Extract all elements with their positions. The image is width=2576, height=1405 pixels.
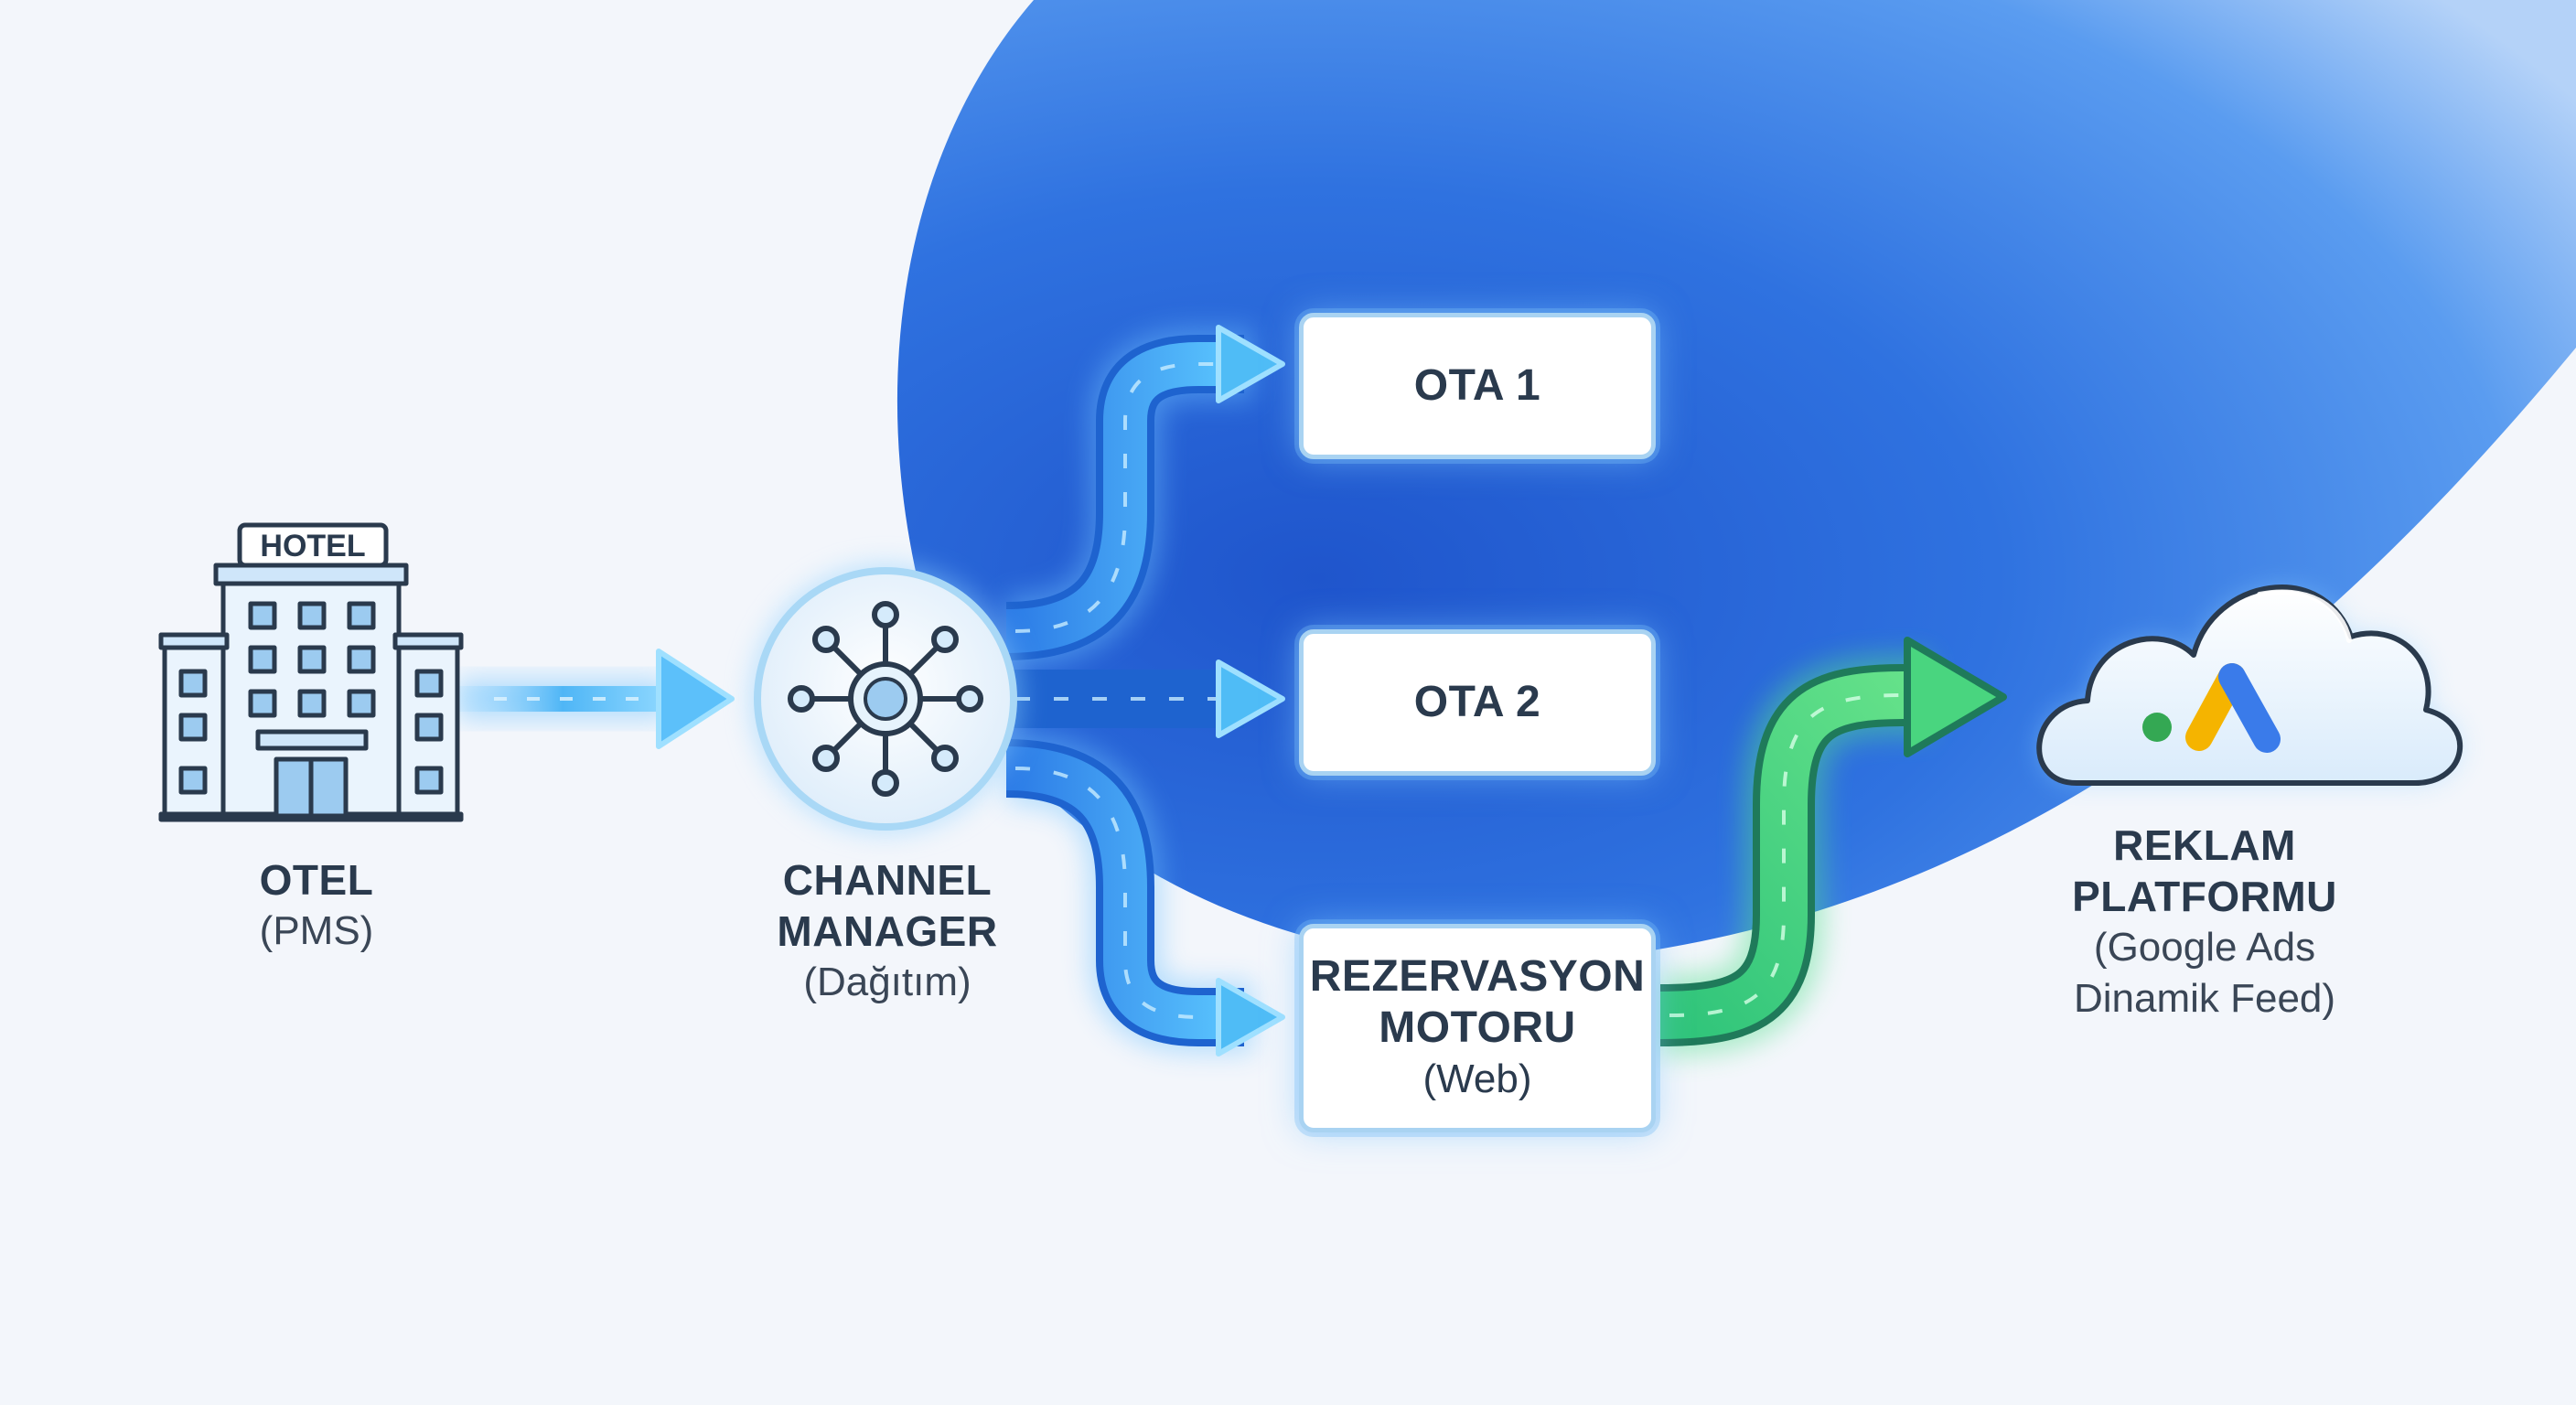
hotel-sign-text: HOTEL	[260, 529, 365, 563]
ad-platform-title-line2: PLATFORMU	[2072, 873, 2337, 920]
branch-arrows	[1004, 325, 1285, 1056]
booking-engine-title-line2: MOTORU	[1379, 1003, 1576, 1052]
ad-platform-subtitle-line1: (Google Ads	[2093, 925, 2316, 970]
ota1-box: OTA 1	[1299, 313, 1656, 459]
ad-platform-subtitle-line2: Dinamik Feed)	[2073, 976, 2336, 1021]
ad-platform-label: REKLAM PLATFORMU (Google Ads Dinamik Fee…	[2040, 820, 2369, 1024]
ota2-box: OTA 2	[1299, 629, 1656, 776]
ad-platform-title-line1: REKLAM	[2113, 821, 2296, 869]
network-hub-icon	[750, 563, 1021, 834]
arrow-to-ota2	[1006, 660, 1285, 738]
channel-manager-subtitle: (Dağıtım)	[803, 960, 971, 1004]
arrow-booking-engine-to-ad-platform	[1659, 637, 2007, 1056]
channel-manager-label: CHANNEL MANAGER (Dağıtım)	[741, 854, 1034, 1008]
booking-engine-subtitle: (Web)	[1422, 1056, 1532, 1101]
arrow-hotel-to-channel-manager	[457, 649, 735, 749]
booking-engine-box: REZERVASYON MOTORU (Web)	[1299, 924, 1656, 1132]
hotel-label: OTEL (PMS)	[179, 854, 454, 957]
cloud-google-ads-icon	[2036, 585, 2463, 786]
arrow-to-ota1	[1005, 325, 1285, 660]
ota2-title: OTA 2	[1413, 678, 1541, 726]
hotel-building-icon: HOTEL	[158, 522, 464, 822]
hotel-title: OTEL	[259, 856, 374, 904]
arrow-to-booking-engine	[1005, 739, 1285, 1056]
hotel-subtitle: (PMS)	[259, 908, 374, 953]
channel-manager-title-line1: CHANNEL	[782, 856, 993, 904]
booking-engine-title-line1: REZERVASYON	[1309, 952, 1646, 1001]
ota1-title: OTA 1	[1413, 361, 1541, 410]
channel-manager-title-line2: MANAGER	[777, 907, 998, 955]
google-ads-logo	[2142, 663, 2281, 753]
